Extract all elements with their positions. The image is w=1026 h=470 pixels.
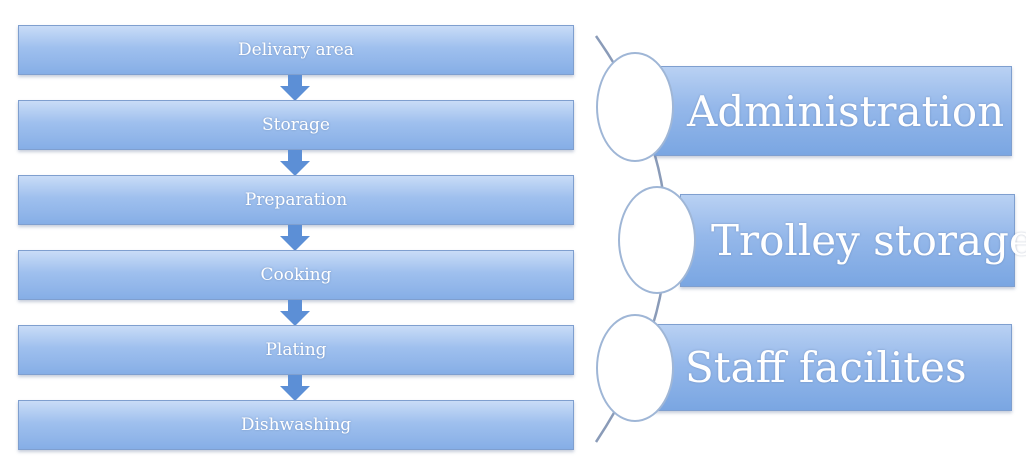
support-area-label: Trolley storage bbox=[711, 216, 1026, 265]
process-step-dishwashing: Dishwashing bbox=[18, 400, 574, 450]
support-area-label: Staff facilites bbox=[685, 343, 967, 392]
down-arrow-icon bbox=[280, 300, 310, 326]
down-arrow-icon bbox=[280, 375, 310, 401]
down-arrow-icon bbox=[280, 150, 310, 176]
support-area-trolley-storage: Trolley storage bbox=[680, 194, 1026, 287]
process-step-label: Dishwashing bbox=[240, 415, 352, 435]
process-step-plating: Plating bbox=[18, 325, 574, 375]
support-area-administration: Administration bbox=[654, 66, 1012, 156]
process-step-label: Delivary area bbox=[238, 40, 354, 60]
support-area-staff-facilities: Staff facilites bbox=[654, 324, 1012, 411]
circle-marker-icon bbox=[596, 52, 674, 162]
down-arrow-icon bbox=[280, 75, 310, 101]
process-step-label: Storage bbox=[262, 115, 330, 135]
process-step-preparation: Preparation bbox=[18, 175, 574, 225]
process-step-label: Cooking bbox=[260, 265, 332, 285]
process-step-label: Preparation bbox=[244, 190, 348, 210]
process-step-label: Plating bbox=[265, 340, 327, 360]
process-step-delivery: Delivary area bbox=[18, 25, 574, 75]
circle-marker-icon bbox=[596, 314, 674, 422]
process-step-storage: Storage bbox=[18, 100, 574, 150]
support-area-label: Administration bbox=[687, 86, 1005, 136]
circle-marker-icon bbox=[618, 186, 696, 294]
down-arrow-icon bbox=[280, 225, 310, 251]
process-step-cooking: Cooking bbox=[18, 250, 574, 300]
